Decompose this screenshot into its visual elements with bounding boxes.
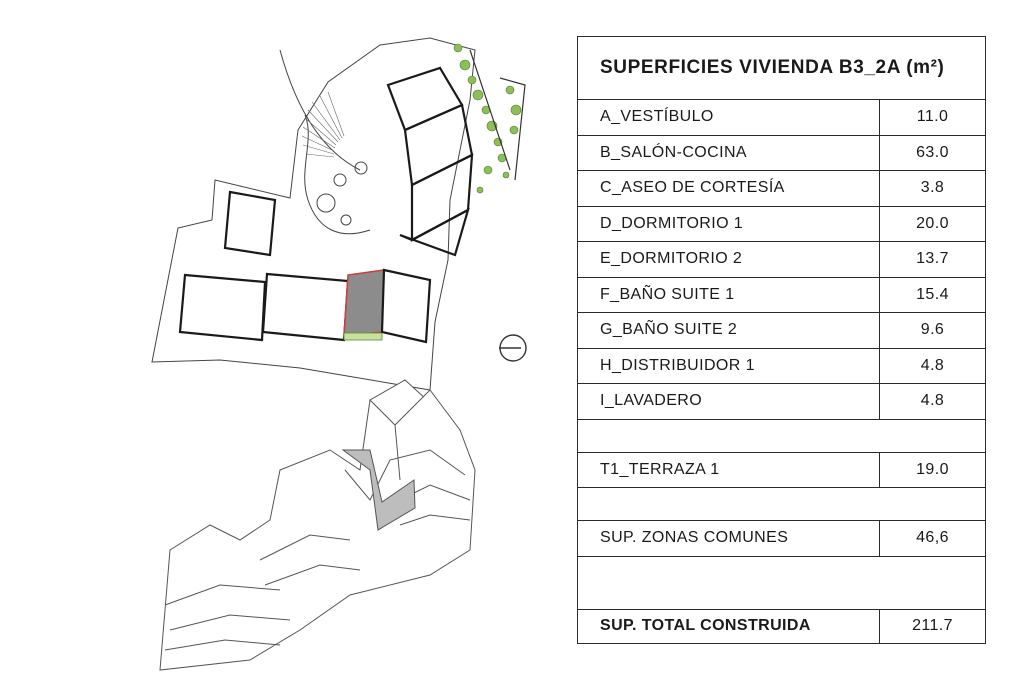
lower-units	[178, 268, 432, 344]
room-label: A_VESTÍBULO	[577, 99, 880, 136]
room-value: 13.7	[878, 241, 987, 278]
table-row: G_BAÑO SUITE 2 9.6	[577, 312, 987, 349]
table-spacer-row	[576, 487, 987, 521]
garden-circle-4	[354, 161, 368, 175]
spacer-cell	[576, 487, 987, 521]
room-value: 4.8	[878, 347, 987, 384]
table-spacer-row	[576, 555, 987, 610]
lower-unit-4	[380, 268, 432, 344]
common-value: 46,6	[878, 520, 987, 557]
garden-circle-1	[333, 173, 347, 187]
room-label: F_BAÑO SUITE 1	[577, 276, 880, 313]
room-label: I_LAVADERO	[577, 383, 880, 420]
upper-units	[223, 66, 474, 257]
common-row: SUP. ZONAS COMUNES 46,6	[577, 520, 987, 557]
room-value: 11.0	[878, 99, 987, 136]
north-arrow-icon	[499, 334, 527, 362]
vegetation-outline	[469, 49, 526, 181]
axonometric-view	[159, 379, 476, 671]
spacer-cell	[576, 418, 987, 453]
mid-unit-small	[223, 190, 277, 257]
total-value: 211.7	[878, 608, 987, 644]
table-title-row: SUPERFICIES VIVIENDA B3_2A (m²)	[576, 36, 987, 100]
room-value: 20.0	[878, 205, 987, 242]
table-row: E_DORMITORIO 2 13.7	[577, 241, 987, 278]
common-label: SUP. ZONAS COMUNES	[577, 520, 880, 557]
room-value: 15.4	[878, 276, 987, 313]
upper-unit-2	[403, 103, 474, 187]
axo-highlight	[341, 449, 416, 531]
lower-unit-2	[261, 272, 350, 342]
table-row: A_VESTÍBULO 11.0	[577, 99, 987, 136]
vegetation	[453, 43, 522, 194]
terrace-strip	[343, 332, 383, 341]
terrace-row: T1_TERRAZA 1 19.0	[577, 451, 987, 488]
room-label: G_BAÑO SUITE 2	[577, 312, 880, 349]
table-row: H_DISTRIBUIDOR 1 4.8	[577, 347, 987, 384]
garden-circle-2	[316, 193, 336, 213]
table-row: C_ASEO DE CORTESÍA 3.8	[577, 170, 987, 207]
table-title: SUPERFICIES VIVIENDA B3_2A (m²)	[576, 36, 987, 100]
total-label: SUP. TOTAL CONSTRUIDA	[577, 608, 880, 644]
room-label: B_SALÓN-COCINA	[577, 134, 880, 171]
surface-table: SUPERFICIES VIVIENDA B3_2A (m²) A_VESTÍB…	[576, 36, 987, 644]
room-label: H_DISTRIBUIDOR 1	[577, 347, 880, 384]
room-label: E_DORMITORIO 2	[577, 241, 880, 278]
table-spacer-row	[576, 418, 987, 453]
fan-hatch	[301, 91, 345, 158]
room-value: 63.0	[878, 134, 987, 171]
room-value: 9.6	[878, 312, 987, 349]
table-row: B_SALÓN-COCINA 63.0	[577, 134, 987, 171]
highlighted-unit	[343, 269, 385, 337]
room-label: D_DORMITORIO 1	[577, 205, 880, 242]
lower-unit-1	[178, 273, 267, 342]
site-plan-drawing	[151, 37, 526, 671]
spacer-cell	[576, 555, 987, 610]
room-value: 3.8	[878, 170, 987, 207]
room-value: 4.8	[878, 383, 987, 420]
table-row: D_DORMITORIO 1 20.0	[577, 205, 987, 242]
table-row: F_BAÑO SUITE 1 15.4	[577, 276, 987, 313]
garden-circle-3	[340, 214, 352, 226]
terrace-label: T1_TERRAZA 1	[577, 451, 880, 488]
room-label: C_ASEO DE CORTESÍA	[577, 170, 880, 207]
upper-unit-4	[399, 207, 470, 257]
total-row: SUP. TOTAL CONSTRUIDA 211.7	[577, 608, 987, 644]
table-row: I_LAVADERO 4.8	[577, 383, 987, 420]
terrace-value: 19.0	[878, 451, 987, 488]
